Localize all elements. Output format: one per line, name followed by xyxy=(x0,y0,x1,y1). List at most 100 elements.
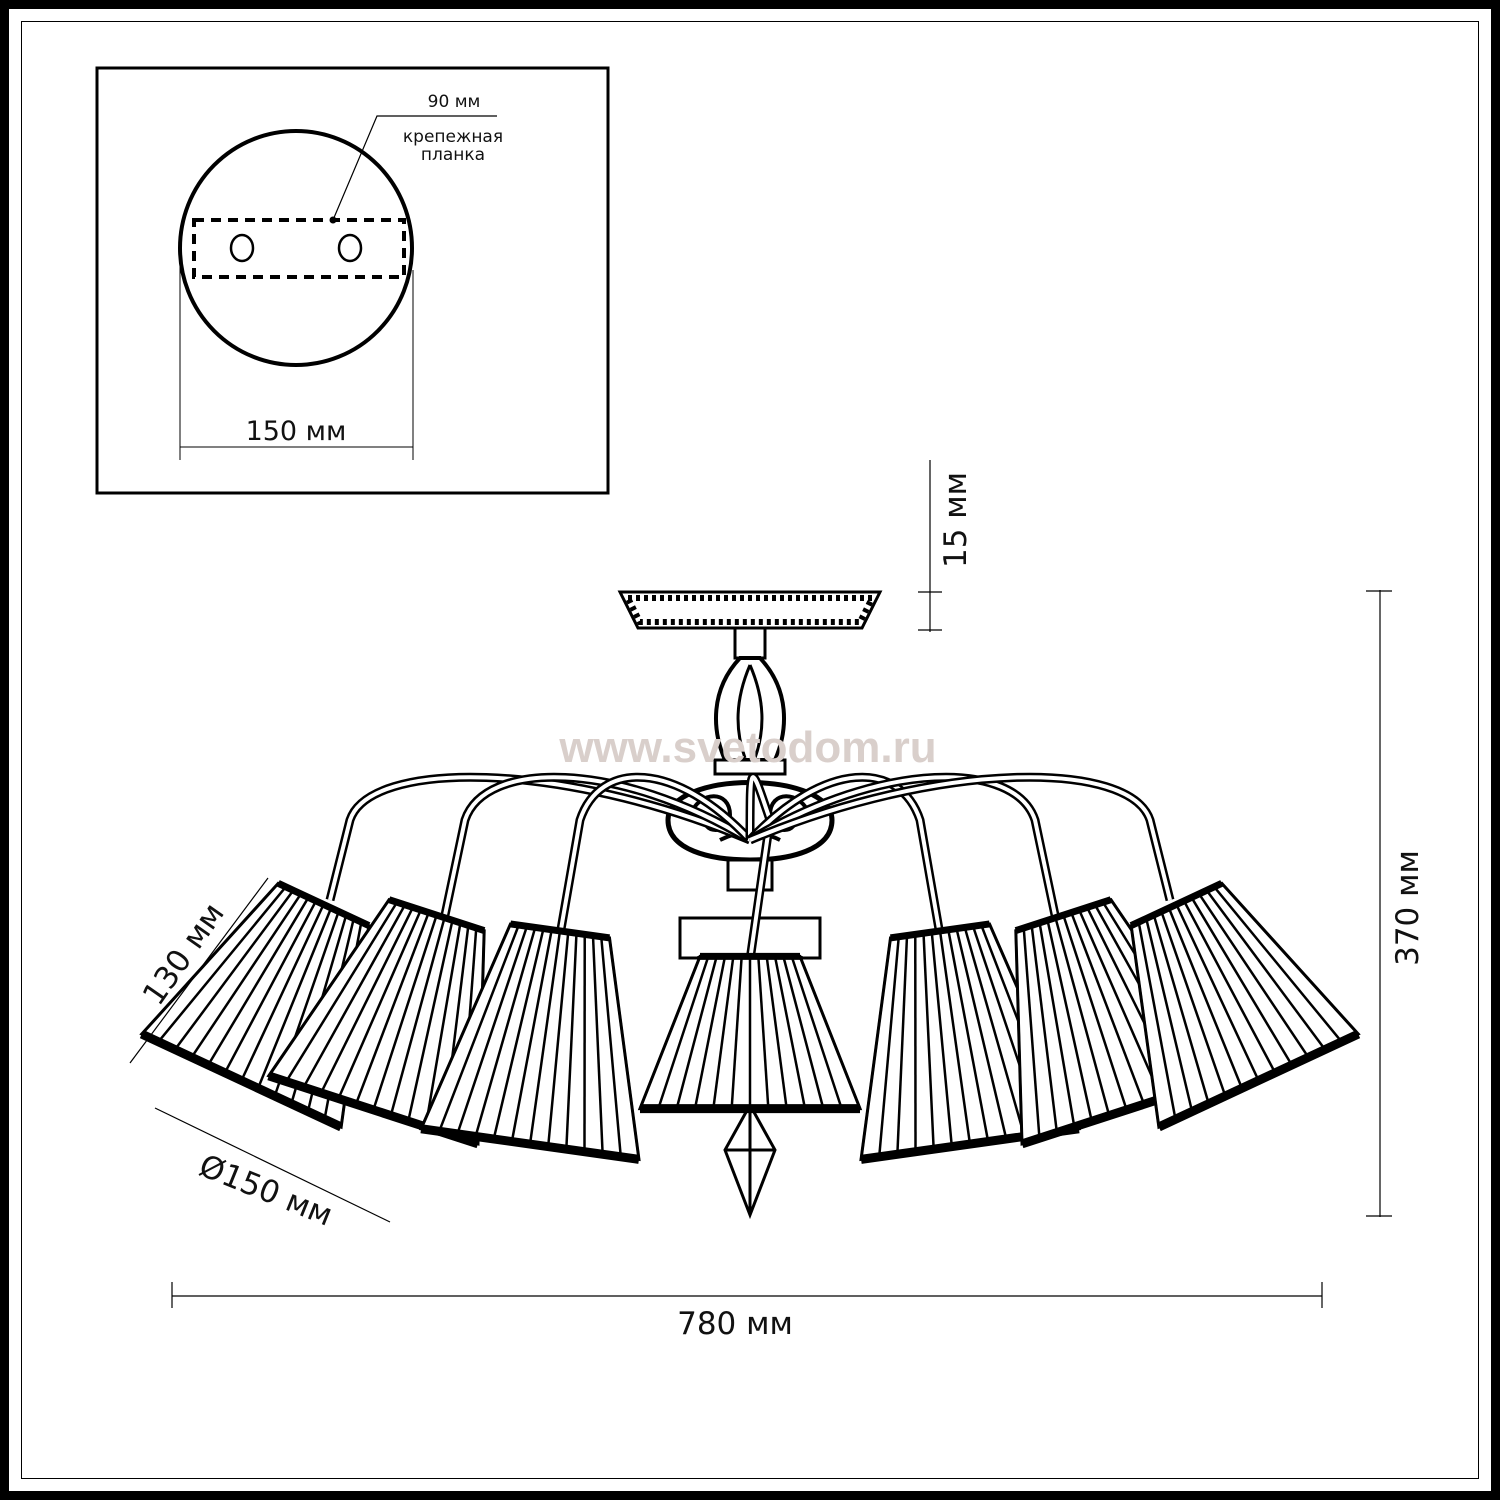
shade-pleat xyxy=(510,929,553,1142)
shade-pleat xyxy=(372,914,438,1111)
arm-highlight xyxy=(748,775,773,961)
shade-pleat xyxy=(657,955,710,1110)
shade-bottom-trim xyxy=(139,1029,344,1132)
shade-pleat xyxy=(859,937,892,1160)
shade-pleat xyxy=(790,955,843,1110)
dim-line-shade-diameter xyxy=(154,1107,391,1223)
canopy-diameter-label: 150 мм xyxy=(246,416,347,447)
shade-pleat xyxy=(1030,925,1059,1133)
shade-pleat xyxy=(1129,925,1161,1128)
shade-pleat xyxy=(267,898,391,1077)
arms xyxy=(325,772,1175,961)
arm-highlight xyxy=(443,775,752,916)
total-width-label: 780 мм xyxy=(677,1306,793,1342)
shade-top-trim xyxy=(1014,896,1112,934)
arm-highlight xyxy=(748,775,942,936)
shade-pleat xyxy=(798,955,862,1110)
dimensions xyxy=(129,460,1392,1308)
shade-pleat xyxy=(930,931,954,1147)
canopy-height-label: 15 мм xyxy=(938,472,974,568)
shade-pleat xyxy=(565,933,578,1150)
shade-pleat xyxy=(190,893,302,1058)
shade-pleat xyxy=(337,909,422,1100)
arm-highlight xyxy=(558,775,752,936)
shade-pleat xyxy=(474,927,537,1137)
shades xyxy=(139,880,1361,1164)
watermark: www.svetodom.ru xyxy=(558,723,936,772)
shade-pleat xyxy=(1070,912,1146,1105)
shade-pleat xyxy=(1145,918,1194,1112)
bracket-width-label: 90 мм xyxy=(428,92,481,112)
shade-pleat xyxy=(546,931,570,1147)
shade-pleat xyxy=(583,934,586,1152)
shade-bottom-trim xyxy=(420,1124,640,1164)
shade-pleat xyxy=(419,923,512,1130)
bracket-label-line1: крепежная xyxy=(403,127,503,147)
shade-pleat xyxy=(712,956,735,1109)
shade-pleat xyxy=(591,935,604,1155)
shade-pleat xyxy=(1205,889,1327,1051)
bracket-label-line2: планка xyxy=(421,145,485,165)
shade-pleat xyxy=(285,901,399,1083)
lamp-shade xyxy=(418,920,641,1164)
shade-pleat xyxy=(1175,903,1260,1082)
shade-diameter-label: Ø150 мм xyxy=(194,1148,337,1234)
shade-pleat xyxy=(1190,896,1293,1066)
shade-pleat xyxy=(914,934,917,1152)
shade-pleat xyxy=(456,925,529,1135)
shade-pleat xyxy=(765,956,788,1109)
shade-pleat xyxy=(302,904,407,1088)
shade-pleat xyxy=(757,956,770,1109)
stem-leaf xyxy=(736,664,764,759)
lamp-shade xyxy=(1129,880,1361,1132)
arm-highlight xyxy=(749,775,1172,901)
dim-line-shade-height xyxy=(129,877,269,1064)
shade-pleat xyxy=(1213,886,1343,1043)
leader-line xyxy=(332,115,497,221)
lamp-shade xyxy=(637,952,863,1114)
shade-pleat xyxy=(424,922,462,1128)
mounting-bracket xyxy=(192,218,406,279)
inset-box xyxy=(95,66,610,495)
shade-pleat xyxy=(492,928,545,1140)
shade-pleat xyxy=(354,912,430,1105)
shade-top-trim xyxy=(1129,880,1224,929)
shade-pleat xyxy=(638,955,702,1110)
lamp-shade xyxy=(266,896,486,1149)
chandelier-drawing xyxy=(139,590,1361,1220)
shade-pleat xyxy=(1078,909,1163,1100)
shade-pleat xyxy=(1046,920,1093,1122)
shade-pleat xyxy=(407,920,454,1122)
shade-top-trim xyxy=(276,880,371,929)
shade-pleat xyxy=(608,937,641,1160)
canopy-circle xyxy=(178,129,414,367)
screw-hole xyxy=(337,233,363,263)
shade-pleat xyxy=(1152,914,1210,1105)
shade-pleat xyxy=(782,956,825,1109)
shade-pleat xyxy=(157,886,287,1043)
shade-pleat xyxy=(207,896,310,1066)
shade-top-trim xyxy=(388,896,486,934)
shade-pleat xyxy=(140,882,280,1035)
screw-hole xyxy=(229,233,255,263)
page-frame-inner xyxy=(21,21,1479,1479)
shade-pleat xyxy=(240,903,325,1082)
shade-pleat xyxy=(1220,882,1360,1035)
shade-pleat xyxy=(896,935,909,1155)
shade-pleat xyxy=(938,930,972,1145)
shade-pleat xyxy=(256,907,333,1089)
shade-pleat xyxy=(389,917,446,1116)
shade-pleat xyxy=(438,924,520,1132)
arm-highlight xyxy=(328,775,751,901)
total-height-label: 370 мм xyxy=(1390,850,1426,966)
shade-pleat xyxy=(1137,921,1177,1120)
shade-pleat xyxy=(1198,893,1310,1058)
shade-pleat xyxy=(1182,900,1277,1074)
mounting-inset: 90 мм крепежная планка 150 мм xyxy=(95,66,610,495)
shade-top-trim xyxy=(890,920,991,942)
shade-pleat xyxy=(1062,914,1128,1111)
shade-pleat xyxy=(1038,922,1076,1128)
shade-pleat xyxy=(877,936,901,1157)
